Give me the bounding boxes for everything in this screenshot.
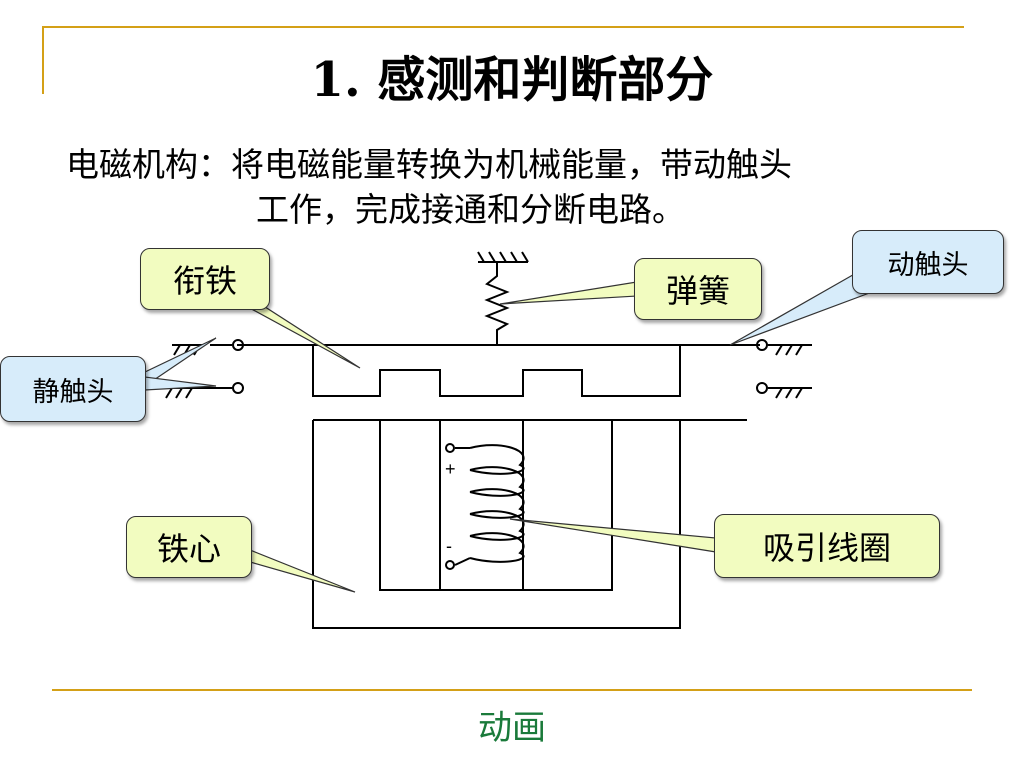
iron-core-label: 铁心 xyxy=(126,516,252,578)
top-rule xyxy=(42,26,964,28)
spring-label: 弹簧 xyxy=(634,258,762,320)
moving-contact-label: 动触头 xyxy=(852,230,1004,294)
slide-description: 电磁机构：将电磁能量转换为机械能量，带动触头 工作，完成接通和分断电路。 xyxy=(66,142,966,232)
bottom-rule xyxy=(52,689,972,691)
static-contact-right-lower xyxy=(756,382,768,394)
static-contact-label: 静触头 xyxy=(0,356,146,422)
coil-shape xyxy=(445,443,525,570)
spring-callout-pointer xyxy=(499,281,638,305)
coil-label: 吸引线圈 xyxy=(714,514,940,578)
animation-link[interactable]: 动画 xyxy=(478,708,546,748)
spring-shape xyxy=(484,262,510,345)
armature-label: 衔铁 xyxy=(140,248,270,310)
static-contact-right-upper xyxy=(756,339,768,351)
static-contact-left-lower xyxy=(232,382,244,394)
coil-minus-terminal: - xyxy=(446,536,452,556)
armature-callout-pointer xyxy=(234,299,361,369)
armature-shape xyxy=(237,344,681,397)
static-contact-left-upper xyxy=(232,339,244,351)
description-line-2: 工作，完成接通和分断电路。 xyxy=(256,190,685,229)
left-rule xyxy=(42,26,44,94)
description-line-1: 电磁机构：将电磁能量转换为机械能量，带动触头 xyxy=(66,145,792,184)
iron-core-callout-pointer xyxy=(249,549,356,593)
slide-title: 1. 感测和判断部分 xyxy=(310,52,714,108)
coil-plus-terminal: + xyxy=(445,459,456,479)
iron-core-shape xyxy=(312,419,747,629)
